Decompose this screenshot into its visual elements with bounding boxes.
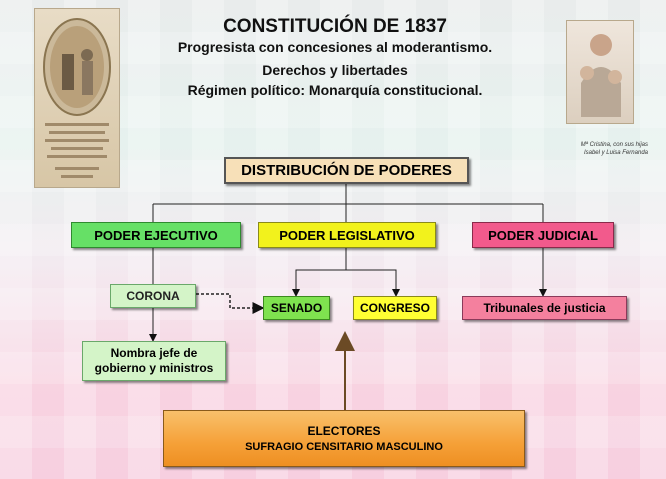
senado-node: SENADO	[263, 296, 330, 320]
electores-node: ELECTORES SUFRAGIO CENSITARIO MASCULINO	[163, 410, 525, 467]
portrait-caption-line-2: Isabel y Luisa Fernanda	[583, 150, 648, 156]
connector-legislativo-congreso	[346, 269, 400, 297]
corona-node: CORONA	[110, 284, 196, 308]
poder-ejecutivo-node: PODER EJECUTIVO	[71, 222, 241, 248]
connector-legislativo-split	[292, 248, 347, 297]
maria-cristina-portrait-image	[566, 20, 634, 124]
connector-corona-senado	[196, 293, 265, 314]
subtitle-line-3: Régimen político: Monarquía constitucion…	[187, 82, 483, 98]
sufragio-label: SUFRAGIO CENSITARIO MASCULINO	[245, 441, 443, 453]
portrait-caption-line-1: Mª Cristina, con sus hijas	[580, 142, 648, 148]
nombra-line-1: Nombra jefe de	[110, 346, 198, 360]
subtitle-line-1: Progresista con concesiones al moderanti…	[177, 39, 493, 55]
nombra-node: Nombra jefe de gobierno y ministros	[82, 341, 226, 381]
page-title: CONSTITUCIÓN DE 1837	[223, 16, 447, 37]
electores-label: ELECTORES	[307, 424, 381, 438]
congreso-node: CONGRESO	[353, 296, 437, 320]
nombra-line-2: gobierno y ministros	[94, 361, 214, 375]
constitution-engraving-image	[34, 8, 120, 188]
poder-judicial-node: PODER JUDICIAL	[472, 222, 614, 248]
distribucion-poderes-node: DISTRIBUCIÓN DE PODERES	[224, 157, 469, 184]
poder-legislativo-node: PODER LEGISLATIVO	[258, 222, 436, 248]
subtitle-line-2: Derechos y libertades	[262, 62, 408, 78]
tribunales-node: Tribunales de justicia	[462, 296, 627, 320]
